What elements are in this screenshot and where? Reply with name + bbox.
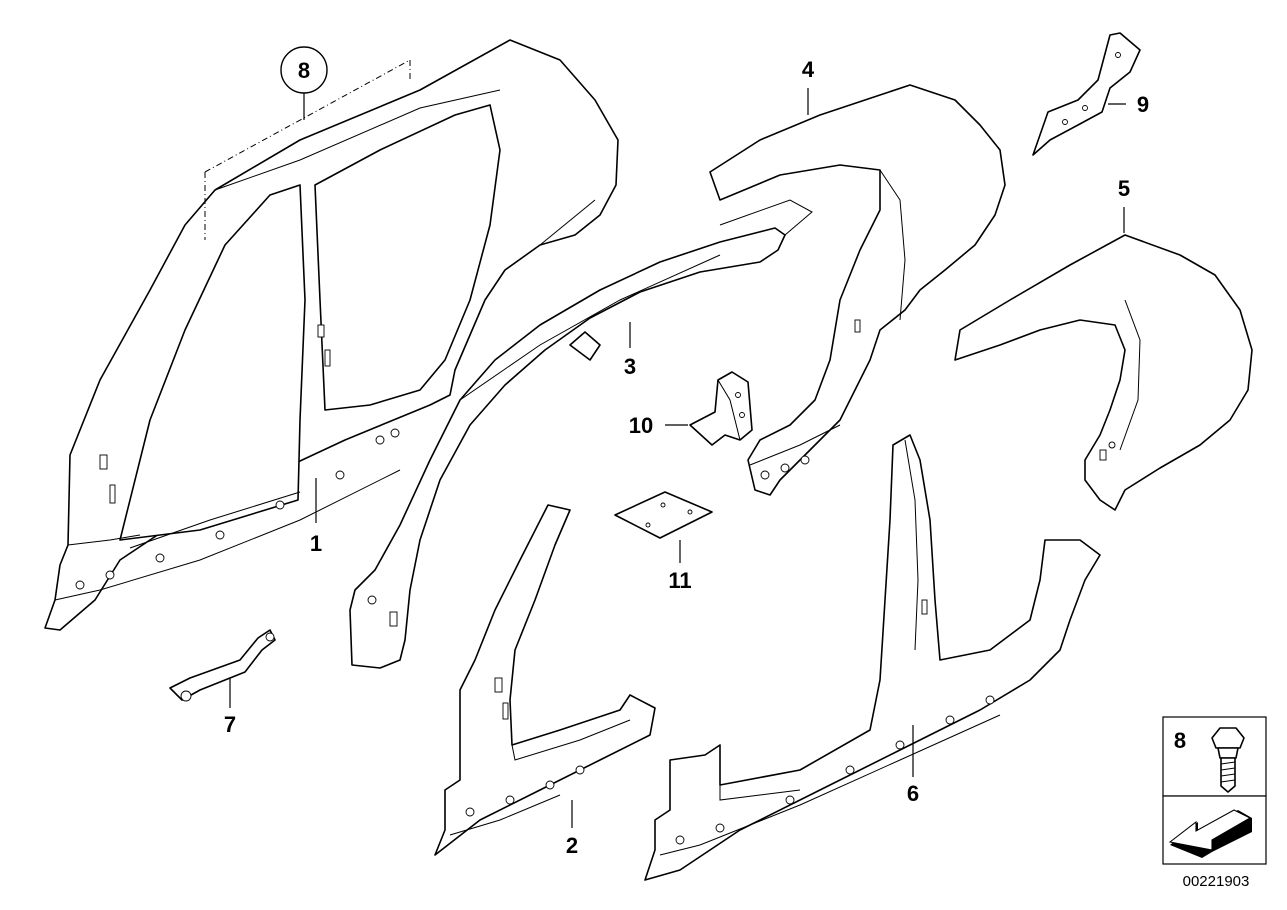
callout-labels: 8 1 2 3 4 5 6 7 9 10 11 bbox=[224, 46, 1149, 858]
callout-5: 5 bbox=[1118, 176, 1130, 201]
callout-4: 4 bbox=[802, 57, 815, 82]
callout-6: 6 bbox=[907, 781, 919, 806]
part-11-plate bbox=[614, 491, 713, 539]
callout-11: 11 bbox=[668, 568, 691, 593]
part-3-roof-rail bbox=[349, 199, 813, 669]
arrow-icon bbox=[1168, 809, 1252, 858]
callout-10: 10 bbox=[629, 413, 653, 438]
part-1-side-frame bbox=[44, 39, 619, 631]
callout-8-circle bbox=[280, 46, 328, 94]
part-4-wheel-arch-outer bbox=[709, 84, 1006, 496]
bolt-box bbox=[1162, 716, 1267, 797]
part-10-bracket bbox=[689, 371, 753, 446]
leader-lines bbox=[204, 59, 1126, 828]
part-7-bracket bbox=[169, 629, 276, 702]
callout-3: 3 bbox=[624, 354, 636, 379]
bolt-icon bbox=[1211, 727, 1245, 793]
callout-7: 7 bbox=[224, 712, 236, 737]
part-5-rear-side-panel bbox=[954, 234, 1253, 511]
diagram-id: 00221903 bbox=[1183, 873, 1250, 890]
callout-8-circled: 8 bbox=[298, 58, 310, 83]
part-9-bracket bbox=[1032, 32, 1141, 156]
callout-9: 9 bbox=[1137, 92, 1149, 117]
part-2-a-pillar-lower bbox=[434, 504, 656, 856]
callout-2: 2 bbox=[566, 833, 578, 858]
part-6-b-pillar-sill bbox=[644, 434, 1101, 881]
reference-panel: 8 00221903 bbox=[1162, 716, 1267, 890]
bolt-box-number: 8 bbox=[1174, 728, 1186, 753]
callout-1: 1 bbox=[310, 531, 322, 556]
